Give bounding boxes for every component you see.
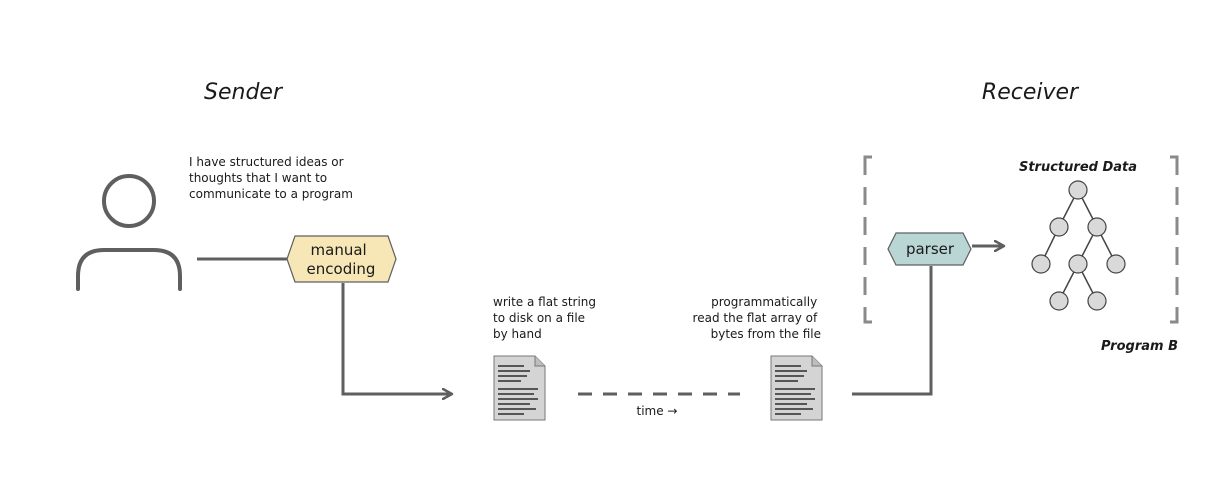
read-note-line: read the flat array of bbox=[693, 311, 818, 325]
program-b-boundary bbox=[862, 155, 1180, 324]
parser-label: parser bbox=[906, 240, 955, 258]
parser-node: parser bbox=[887, 232, 972, 266]
write-note: write a flat string to disk on a file by… bbox=[493, 295, 600, 341]
sender-note-line: thoughts that I want to bbox=[189, 171, 327, 185]
read-note-line: programmatically bbox=[711, 295, 817, 309]
time-label: time → bbox=[637, 404, 678, 418]
person-icon bbox=[76, 174, 182, 291]
receiver-title: Receiver bbox=[982, 80, 1080, 105]
sender-note-line: communicate to a program bbox=[189, 187, 353, 201]
sender-note: I have structured ideas or thoughts that… bbox=[189, 155, 353, 201]
read-note-line: bytes from the file bbox=[711, 327, 821, 341]
write-note-line: by hand bbox=[493, 327, 542, 341]
document-icon bbox=[770, 355, 823, 421]
encoding-label-line: manual bbox=[311, 241, 367, 259]
manual-encoding-node: manual encoding bbox=[286, 235, 397, 283]
structured-data-label: Structured Data bbox=[1019, 160, 1137, 175]
sender-title: Sender bbox=[204, 80, 284, 105]
program-b-label: Program B bbox=[1101, 339, 1178, 354]
encoding-label-line: encoding bbox=[307, 260, 376, 278]
tree-icon bbox=[1031, 180, 1126, 311]
file-to-parser-line bbox=[852, 266, 933, 396]
encoding-to-file-arrow bbox=[341, 283, 452, 394]
document-icon bbox=[493, 355, 546, 421]
read-note: programmatically read the flat array of … bbox=[693, 295, 821, 341]
write-note-line: write a flat string bbox=[493, 295, 596, 309]
write-note-line: to disk on a file bbox=[493, 311, 585, 325]
svg-text:manual encoding: manual encoding bbox=[307, 241, 376, 278]
sender-note-line: I have structured ideas or bbox=[189, 155, 344, 169]
